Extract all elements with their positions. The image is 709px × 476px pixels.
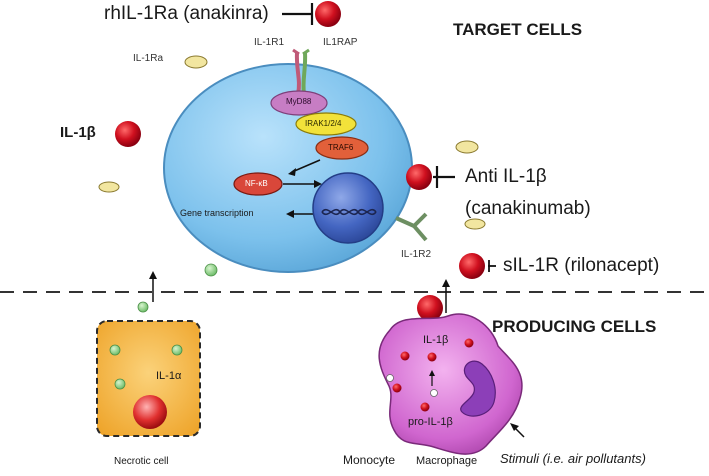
gene-transcription-label: Gene transcription bbox=[180, 208, 254, 218]
anti-il1b-label: Anti IL-1β bbox=[465, 166, 547, 187]
irak-label: IRAK1/2/4 bbox=[305, 119, 342, 128]
rilonacept-inhibitor-bar bbox=[488, 260, 496, 272]
il1b-inner-label: IL-1β bbox=[423, 334, 449, 346]
il1rap-label: IL1RAP bbox=[323, 37, 358, 48]
il1b-granule bbox=[392, 383, 402, 393]
irak-oval bbox=[295, 112, 357, 136]
necrotic-nucleus bbox=[133, 395, 167, 429]
il1b-ball bbox=[115, 121, 141, 147]
nucleus bbox=[312, 172, 384, 244]
il1r2-label: IL-1R2 bbox=[401, 249, 432, 260]
producing-cells-heading: PRODUCING CELLS bbox=[492, 317, 657, 336]
il1a-ball bbox=[109, 344, 121, 356]
necrotic-cell-label: Necrotic cell bbox=[114, 456, 169, 467]
macrophage-cell bbox=[378, 313, 523, 455]
il1b-ball bbox=[406, 164, 432, 190]
traf6-oval bbox=[315, 136, 369, 160]
il1b-ball bbox=[315, 1, 341, 27]
il1b-ball bbox=[459, 253, 485, 279]
traf6-to-nfkb-arrow bbox=[291, 159, 321, 173]
pro-il1b-label: pro-IL-1β bbox=[408, 416, 453, 428]
nfkb-oval bbox=[233, 172, 283, 196]
il1b-granule bbox=[420, 402, 430, 412]
traf6-label: TRAF6 bbox=[328, 143, 354, 152]
myd88-oval bbox=[270, 90, 328, 116]
il1b-label: IL-1β bbox=[60, 124, 96, 141]
stimuli-label: Stimuli (i.e. air pollutants) bbox=[500, 451, 646, 466]
anakinra-inhibitor-bar bbox=[282, 3, 314, 25]
anakinra-label: rhIL-1Ra (anakinra) bbox=[104, 3, 269, 24]
il1ra-molecule bbox=[455, 140, 479, 154]
il1a-ball bbox=[114, 378, 126, 390]
il1a-ball bbox=[137, 301, 149, 313]
monocyte-label: Monocyte bbox=[343, 453, 396, 467]
stimuli-arrow bbox=[510, 423, 525, 438]
canakinumab-label: (canakinumab) bbox=[465, 198, 591, 219]
dna-helix-icon bbox=[321, 208, 377, 216]
il1a-ball bbox=[204, 263, 218, 277]
il1a-ball bbox=[171, 344, 183, 356]
nfkb-label: NF-κB bbox=[245, 179, 268, 188]
il1ra-molecule bbox=[98, 181, 120, 193]
il1ra-molecule bbox=[184, 55, 208, 69]
il1b-ball bbox=[417, 295, 443, 321]
rilonacept-label: sIL-1R (rilonacept) bbox=[503, 255, 660, 276]
release-arrow-left bbox=[149, 271, 157, 302]
pro-il1b-granule bbox=[430, 389, 438, 397]
macrophage-nucleus bbox=[460, 360, 496, 417]
il1b-granule bbox=[427, 352, 437, 362]
il1ra-molecule bbox=[464, 218, 486, 230]
il1b-granule bbox=[400, 351, 410, 361]
il1a-label: IL-1α bbox=[156, 370, 182, 382]
canakinumab-inhibitor-bar bbox=[433, 166, 455, 188]
il1r1-label: IL-1R1 bbox=[254, 37, 285, 48]
target-cells-heading: TARGET CELLS bbox=[453, 20, 583, 39]
il1ra-label: IL-1Ra bbox=[133, 53, 164, 64]
myd88-label: MyD88 bbox=[286, 97, 312, 106]
il1b-granule bbox=[464, 338, 474, 348]
macrophage-label: Macrophage bbox=[416, 455, 478, 467]
il1r2-receptor bbox=[395, 212, 428, 242]
release-arrow-right bbox=[442, 279, 450, 313]
pro-il1b-granule bbox=[386, 374, 394, 382]
